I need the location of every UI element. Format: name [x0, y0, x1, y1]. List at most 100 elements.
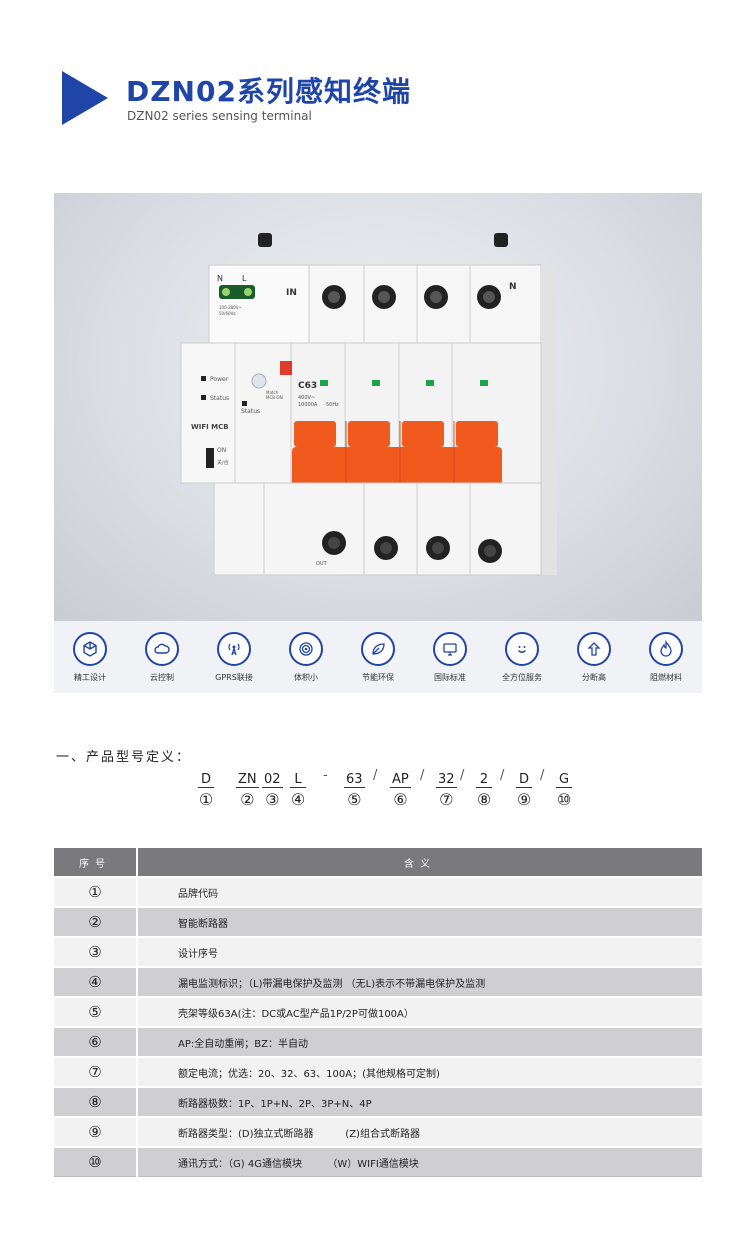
freq-label: 50Hz [326, 402, 339, 408]
feature-label: 阻燃材料 [650, 672, 682, 682]
product-photo: N L 100-280V~ 50/60Hz IN N Power Status … [54, 193, 702, 621]
code-segment-number: ⑦ [439, 790, 454, 809]
out-label: OUT [316, 561, 328, 567]
feature-item: 国际标准 [416, 631, 484, 683]
row-description: 额定电流；优选：20、32、63、100A；(其他规格可定制) [137, 1056, 702, 1087]
code-segment-number: ① [198, 790, 214, 809]
flame-icon [649, 631, 683, 666]
code-segment: AP ⑥ [390, 768, 411, 809]
code-segment-text: D [198, 772, 214, 788]
table-header-row: 序号 含义 [54, 848, 702, 877]
code-segment-number: ⑧ [476, 790, 492, 809]
feature-label: 体积小 [294, 672, 318, 682]
code-segment-number: ④ [290, 790, 306, 809]
wifi-mcb-label: WIFI MCB [191, 423, 229, 431]
current-label: 10000A [298, 402, 318, 408]
voltage-label: 400V~ [298, 395, 315, 401]
cube-icon [73, 631, 107, 666]
feature-item: 体积小 [272, 631, 340, 683]
smile-icon [505, 631, 539, 666]
feature-label: 国际标准 [434, 672, 466, 682]
page-subtitle: DZN02 series sensing terminal [127, 109, 312, 123]
row-description: 通讯方式：（G) 4G通信模块 （W）WIFI通信模块 [137, 1146, 702, 1177]
code-segment-number: ⑩ [556, 790, 572, 809]
supply-voltage-text: 100-280V~ [219, 305, 242, 310]
model-label: C63 [298, 381, 317, 391]
monitor-icon [433, 631, 467, 666]
status2-label: Status [241, 408, 260, 415]
cloud-icon [145, 631, 179, 666]
code-segment-text: 2 [476, 772, 492, 788]
feature-label: 云控制 [150, 672, 174, 682]
row-index: ⑥ [54, 1026, 138, 1057]
n-right-label: N [509, 282, 517, 292]
row-index: ⑨ [54, 1116, 138, 1147]
code-segment-text: D [516, 772, 532, 788]
code-segment-text: 02 [262, 772, 283, 788]
row-index: ③ [54, 936, 138, 967]
arrow-up-icon [577, 631, 611, 666]
code-segment-text: AP [390, 772, 411, 788]
code-separator: / [373, 768, 378, 783]
feature-item: GPRS联接 [200, 631, 268, 683]
feature-item: 云控制 [128, 631, 196, 683]
row-description: 断路器极数：1P、1P+N、2P、3P+N、4P [137, 1086, 702, 1117]
leaf-icon [361, 631, 395, 666]
row-description: 设计序号 [137, 936, 702, 967]
code-separator: / [500, 768, 505, 783]
on-label: ON [217, 447, 226, 454]
code-segment-text: G [556, 772, 572, 788]
feature-item: 分断高 [560, 631, 628, 683]
row-description: 壳架等级63A(注：DC或AC型产品1P/2P可做100A） [137, 996, 702, 1027]
code-segment-number: ⑥ [393, 790, 408, 809]
target-icon [289, 631, 323, 666]
model-definition-title: 一、产品型号定义： [56, 750, 192, 765]
code-separator: / [540, 768, 545, 783]
row-index: ⑦ [54, 1056, 138, 1087]
row-description: 断路器类型：(D)独立式断路器 (Z)组合式断路器 [137, 1116, 702, 1147]
row-index: ⑩ [54, 1146, 138, 1177]
feature-label: 全方位服务 [502, 672, 542, 682]
feature-label: 精工设计 [74, 672, 106, 682]
row-description: AP:全自动重闸；BZ：半自动 [137, 1026, 702, 1057]
row-index: ⑤ [54, 996, 138, 1027]
code-segment-text: 32 [436, 772, 457, 788]
code-segment: 32 ⑦ [436, 768, 457, 809]
code-separator: / [420, 768, 425, 783]
match-label: Match [266, 390, 279, 395]
row-description: 智能断路器 [137, 906, 702, 937]
feature-label: 分断高 [582, 672, 606, 682]
feature-item: 全方位服务 [488, 631, 556, 683]
triangle-logo-icon [62, 71, 108, 125]
in-label: IN [286, 288, 297, 298]
row-description: 漏电监测标识；（L)带漏电保护及监测 （无L)表示不带漏电保护及监测 [137, 966, 702, 997]
row-description: 品牌代码 [137, 876, 702, 907]
code-segment: 02 ③ [262, 768, 283, 809]
feature-item: 精工设计 [56, 631, 124, 683]
row-index: ① [54, 876, 138, 907]
l-terminal-label: L [242, 274, 247, 283]
code-separator: - [323, 768, 328, 783]
code-segment-number: ③ [265, 790, 280, 809]
mcb-on-label: MCB-ON [266, 395, 283, 400]
n-terminal-label: N [217, 274, 223, 283]
supply-freq-text: 50/60Hz [219, 311, 236, 316]
row-index: ⑧ [54, 1086, 138, 1117]
